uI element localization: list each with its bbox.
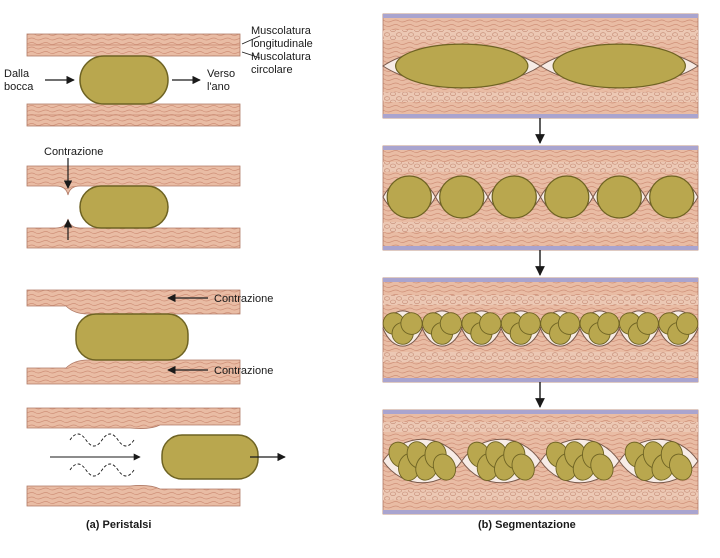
peristalsis-panel-2	[26, 158, 241, 249]
peristalsis-panel-1	[26, 33, 261, 127]
food-segment	[491, 175, 537, 219]
food-segment	[596, 175, 642, 219]
label-muscolatura-circolare-2: circolare	[251, 64, 293, 76]
food-fragment	[479, 312, 502, 335]
label-dalla-bocca-2: bocca	[4, 81, 34, 93]
food-fragment	[432, 453, 457, 481]
food-fragment	[597, 312, 620, 335]
food-bolus	[79, 55, 169, 105]
food-segment	[544, 175, 590, 219]
label-dalla-bocca-1: Dalla	[4, 68, 30, 80]
label-contrazione-bottom: Contrazione	[214, 365, 273, 377]
peristalsis-panel-4	[26, 407, 286, 507]
caption-segmentazione: (b) Segmentazione	[478, 519, 576, 531]
label-verso-ano-1: Verso	[207, 68, 235, 80]
food-fragment	[669, 453, 693, 481]
food-segment	[649, 175, 695, 219]
label-muscolatura-longitudinale-2: longitudinale	[251, 38, 313, 50]
food-fragment	[590, 453, 614, 481]
segmentation-panel-3	[382, 277, 699, 383]
label-contrazione-panel-2: Contrazione	[44, 146, 103, 158]
food-bolus	[75, 313, 189, 361]
peristalsis-panel-3	[26, 289, 241, 385]
segmentation-panels	[382, 13, 699, 515]
label-contrazione-top: Contrazione	[214, 293, 273, 305]
label-verso-ano-2: l'ano	[207, 81, 230, 93]
food-segment	[439, 175, 485, 219]
food-fragment	[439, 312, 462, 335]
food-fragment	[511, 453, 535, 481]
label-muscolatura-longitudinale-1: Muscolatura	[251, 25, 312, 37]
food-bolus	[161, 434, 259, 480]
food-fragment	[636, 312, 659, 335]
food-fragment	[676, 312, 699, 335]
food-segment	[395, 43, 529, 89]
segmentation-panel-2	[382, 145, 699, 251]
food-bolus	[79, 185, 169, 229]
food-segment	[552, 43, 686, 89]
food-segment	[386, 175, 432, 219]
caption-peristalsi: (a) Peristalsi	[86, 519, 151, 531]
label-muscolatura-circolare-1: Muscolatura	[251, 51, 312, 63]
segmentation-panel-1	[382, 13, 699, 119]
food-fragment	[518, 312, 541, 335]
food-fragment	[557, 312, 581, 335]
segmentation-panel-4	[382, 409, 699, 515]
food-fragment	[400, 312, 423, 335]
